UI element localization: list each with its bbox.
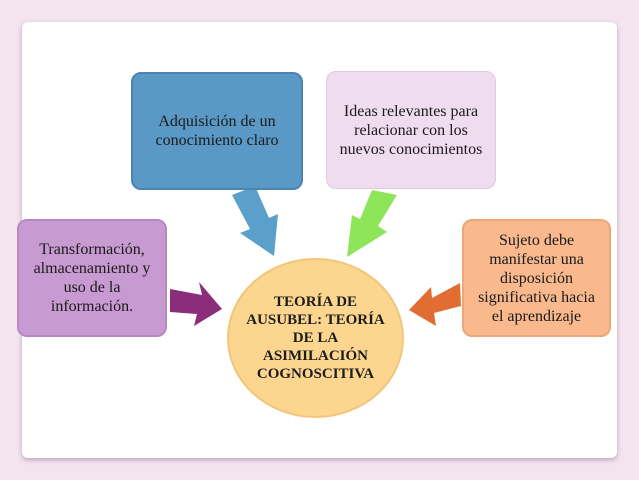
center-concept: TEORÍA DE AUSUBEL: TEORÍA DE LA ASIMILAC…: [227, 258, 404, 418]
center-concept-text: TEORÍA DE AUSUBEL: TEORÍA DE LA ASIMILAC…: [246, 294, 385, 382]
node-top-left-text: Adquisición de un conocimiento claro: [155, 113, 279, 149]
node-left: Transformación, almacenamiento y uso de …: [17, 219, 167, 337]
node-top-right: Ideas relevantes para relacionar con los…: [326, 71, 496, 189]
node-left-text: Transformación, almacenamiento y uso de …: [33, 241, 151, 315]
node-right: Sujeto debe manifestar una disposición s…: [462, 219, 611, 337]
node-top-left: Adquisición de un conocimiento claro: [131, 72, 303, 190]
node-top-right-text: Ideas relevantes para relacionar con los…: [339, 102, 483, 158]
node-right-text: Sujeto debe manifestar una disposición s…: [478, 231, 595, 325]
